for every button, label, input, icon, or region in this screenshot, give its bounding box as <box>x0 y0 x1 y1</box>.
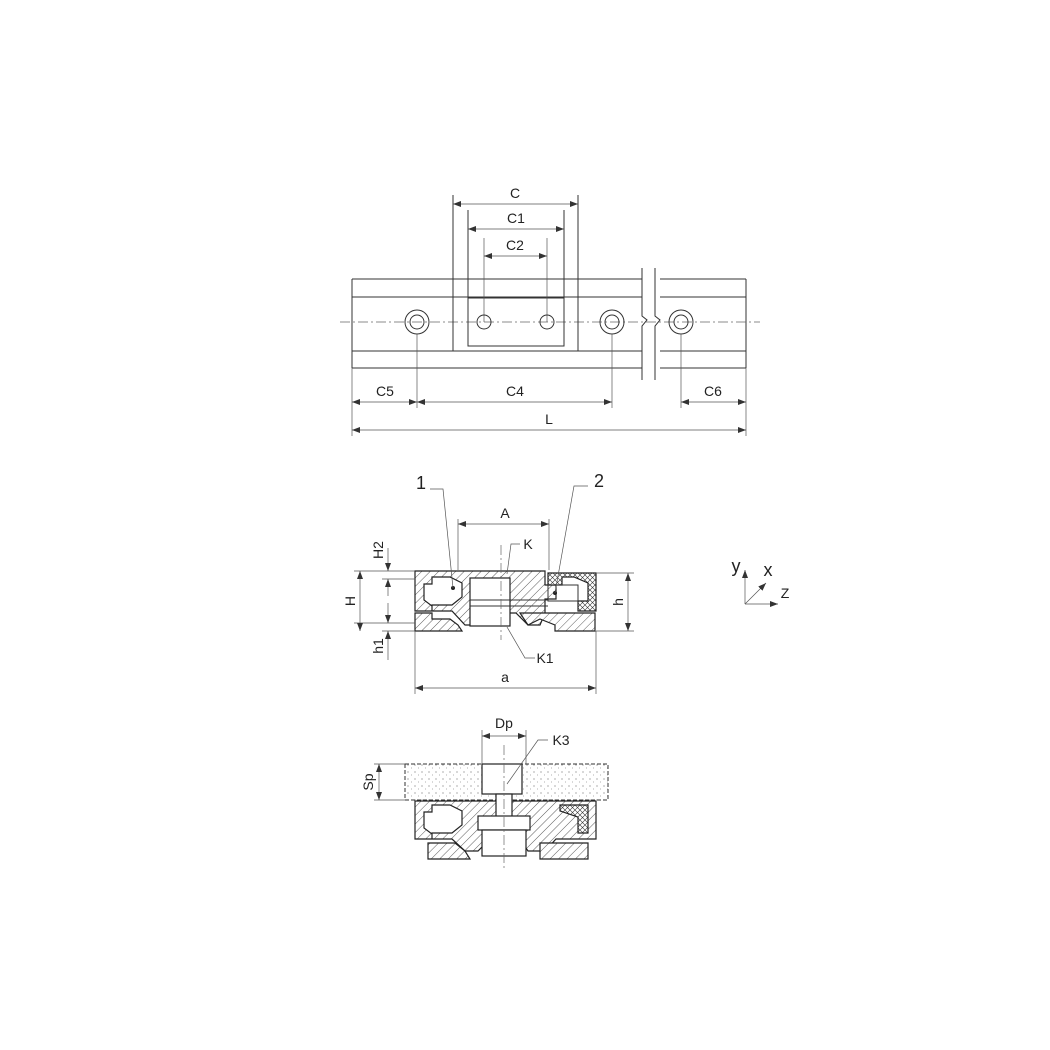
callout-label-K3: K3 <box>552 732 569 748</box>
dim-Dp: Dp <box>481 715 527 764</box>
screw-head <box>481 763 523 795</box>
dim-C6: C6 <box>681 383 746 405</box>
mount-view: Dp K3 Sp <box>360 715 609 870</box>
dim-h: h <box>596 572 634 632</box>
dim-Sp: Sp <box>360 763 405 801</box>
callout-1: 1 <box>416 473 454 589</box>
dim-label-C1: C1 <box>507 210 525 226</box>
dim-C1: C1 <box>468 210 564 232</box>
dim-a: a <box>414 631 597 694</box>
dim-label-C: C <box>510 185 520 201</box>
dim-label-H: H <box>342 596 358 606</box>
dim-L: L <box>352 411 746 433</box>
section-view: 1 2 K K1 A <box>342 471 634 694</box>
callout-label-K: K <box>523 536 533 552</box>
callout-2: 2 <box>554 471 604 594</box>
dim-label-H2: H2 <box>370 541 386 559</box>
dim-label-A: A <box>500 505 510 521</box>
dim-label-C6: C6 <box>704 383 722 399</box>
dim-h1: h1 <box>370 603 391 660</box>
rail-section <box>414 612 464 632</box>
dim-C4: C4 <box>417 383 612 405</box>
dim-H: H <box>342 571 363 631</box>
axis-label-z: Z <box>781 585 790 601</box>
dim-label-h1: h1 <box>370 638 386 654</box>
callout-K3: K3 <box>506 732 570 785</box>
axis-label-y: y <box>732 556 741 576</box>
mount-rail-section <box>427 842 472 860</box>
dim-C2: C2 <box>484 237 547 259</box>
dim-C5: C5 <box>352 383 417 405</box>
dim-label-C5: C5 <box>376 383 394 399</box>
top-view: C C1 C2 C5 C4 C6 L <box>340 185 760 436</box>
dim-label-Sp: Sp <box>360 773 376 790</box>
axis-label-x: x <box>764 560 773 580</box>
callout-K1: K1 <box>506 626 554 666</box>
dim-label-C2: C2 <box>506 237 524 253</box>
rail-plan <box>351 268 747 380</box>
dim-H2: H2 <box>370 541 391 596</box>
callout-K: K <box>506 536 533 575</box>
callout-label-1: 1 <box>416 473 426 493</box>
dim-C: C <box>453 185 578 207</box>
dim-label-Dp: Dp <box>495 715 513 731</box>
callout-label-K1: K1 <box>536 650 553 666</box>
dim-label-a: a <box>501 669 509 685</box>
carriage-plan <box>452 195 579 351</box>
dim-label-h: h <box>610 598 626 606</box>
axes-triad: y x Z <box>732 556 790 607</box>
dim-A: A <box>457 505 550 570</box>
dim-label-L: L <box>545 411 553 427</box>
dim-label-C4: C4 <box>506 383 524 399</box>
callout-label-2: 2 <box>594 471 604 491</box>
